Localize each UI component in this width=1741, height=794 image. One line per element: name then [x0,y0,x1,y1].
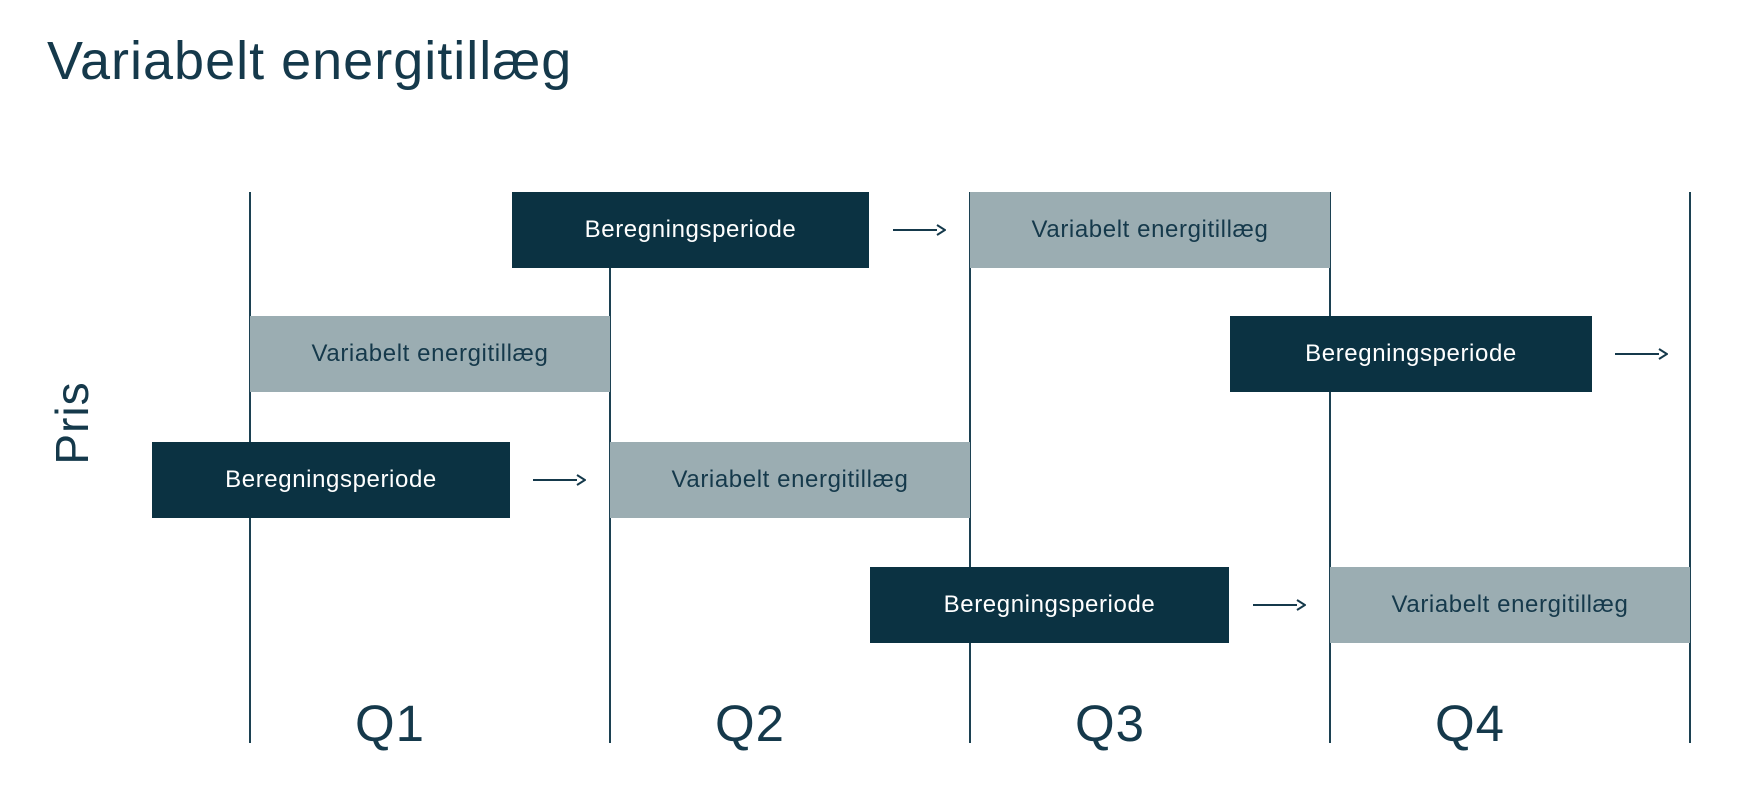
variable-surcharge-bar: Variabelt energitillæg [1330,567,1690,643]
calculation-period-bar: Beregningsperiode [152,442,510,518]
arrow-right-icon [893,224,946,236]
gridline-q4-end [1689,192,1691,743]
x-axis-label-q3: Q3 [1074,695,1146,752]
variable-surcharge-bar: Variabelt energitillæg [250,316,610,392]
variable-surcharge-bar: Variabelt energitillæg [610,442,970,518]
gridline-q4-start [1329,192,1331,743]
variable-surcharge-bar: Variabelt energitillæg [970,192,1330,268]
gridline-q3-start [969,192,971,743]
page-title: Variabelt energitillæg [47,31,573,91]
calculation-period-bar: Beregningsperiode [1230,316,1592,392]
x-axis-label-q2: Q2 [714,695,786,752]
arrow-right-icon [533,474,586,486]
x-axis-label-q4: Q4 [1434,695,1506,752]
calculation-period-bar: Beregningsperiode [512,192,869,268]
arrow-right-icon [1615,348,1668,360]
x-axis-label-q1: Q1 [354,695,426,752]
y-axis-label: Pris [46,381,98,465]
arrow-right-icon [1253,599,1306,611]
calculation-period-bar: Beregningsperiode [870,567,1229,643]
